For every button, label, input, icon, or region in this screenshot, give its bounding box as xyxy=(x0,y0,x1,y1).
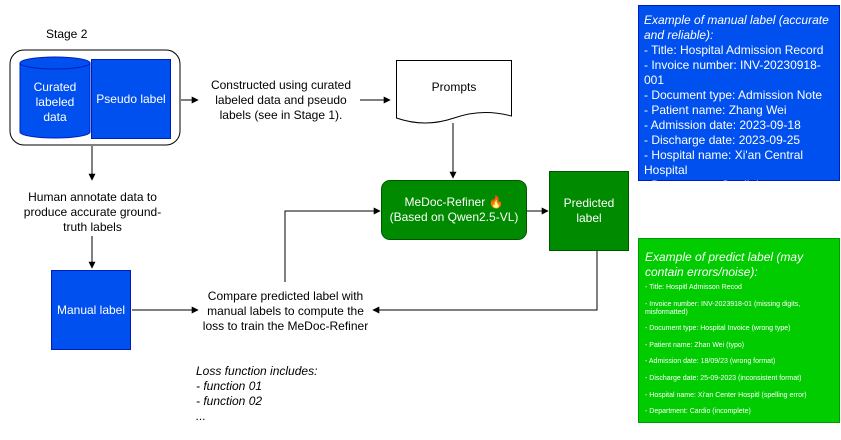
loss-function-note: Loss function includes: - function 01 - … xyxy=(196,364,356,424)
predict-example-line: - Hospital name: Xi'an Center Hospitl (s… xyxy=(645,391,807,399)
predict-example-panel: Example of predict label (may contain er… xyxy=(638,238,840,423)
curated-data-label: Curated labeled data xyxy=(33,79,77,124)
loss-item: - function 01 xyxy=(196,379,263,393)
document-shape xyxy=(396,60,512,124)
loss-title: Loss function includes: xyxy=(196,364,318,378)
constructed-note: Constructed using curated labeled data a… xyxy=(210,78,352,122)
predict-example-line: - Title: Hospitl Admisson Recod xyxy=(645,284,742,291)
predict-example-line: - Discharge date: 25-09-2023 (inconsiste… xyxy=(645,374,802,382)
pseudo-label-node: Pseudo label xyxy=(91,59,171,139)
manual-example-line: - Patient name: Zhang Wei xyxy=(644,103,787,117)
stage-label: Stage 2 xyxy=(46,27,88,41)
manual-example-line: - Title: Hospital Admission Record xyxy=(644,43,824,57)
fire-icon: 🔥 xyxy=(488,195,504,209)
refiner-title: MeDoc-Refiner xyxy=(404,195,486,209)
manual-example-line: - Hospital name: Xi'an Central Hospital xyxy=(644,148,804,177)
manual-label-text: Manual label xyxy=(56,302,126,317)
human-annotate-note: Human annotate data to produce accurate … xyxy=(23,190,162,234)
manual-example-line: - Admission date: 2023-09-18 xyxy=(644,118,801,132)
predict-example-line: - Department: Cardio (incomplete) xyxy=(645,408,751,416)
pseudo-label-text: Pseudo label xyxy=(96,91,166,106)
manual-example-line: - Document type: Admission Note xyxy=(644,88,823,102)
prompts-node: Prompts xyxy=(396,60,512,126)
database-icon xyxy=(19,56,91,139)
manual-example-title: Example of manual label (accurate and re… xyxy=(644,13,829,42)
manual-example-line: - Discharge date: 2023-09-25 xyxy=(644,133,801,147)
loss-item: ... xyxy=(196,409,207,423)
refiner-title-row: MeDoc-Refiner 🔥 xyxy=(405,195,504,210)
predicted-label-text: Predicted label xyxy=(563,196,615,225)
predicted-label-node: Predicted label xyxy=(549,171,629,251)
loss-item: - function 02 xyxy=(196,394,263,408)
arrow-compare-to-refiner xyxy=(284,207,381,282)
manual-example-panel: Example of manual label (accurate and re… xyxy=(638,5,840,192)
manual-label-node: Manual label xyxy=(51,270,131,350)
arrow-predicted-to-compare xyxy=(372,250,598,314)
predict-example-line: - Document type: Hospital Invoice (wrong… xyxy=(645,325,791,333)
predict-example-line: - Admission date: 18/09/23 (wrong format… xyxy=(645,358,776,366)
manual-example-line: - Invoice number: INV-20230918-001 xyxy=(644,58,821,87)
refiner-subtitle: (Based on Qwen2.5-VL) xyxy=(389,210,519,224)
compare-note: Compare predicted label with manual labe… xyxy=(202,289,369,333)
prompts-label: Prompts xyxy=(431,80,477,94)
manual-example-line: - Department: Cardiology xyxy=(644,178,779,192)
predict-example-line: - Patient name: Zhan Wei (typo) xyxy=(645,341,745,349)
refiner-node: MeDoc-Refiner 🔥 (Based on Qwen2.5-VL) xyxy=(381,180,527,240)
predict-example-line: - Invoice number: INV-2023918-01 (missin… xyxy=(645,300,801,316)
predict-example-title: Example of predict label (may contain er… xyxy=(645,250,804,279)
curated-data-node: Curated labeled data xyxy=(20,70,90,134)
